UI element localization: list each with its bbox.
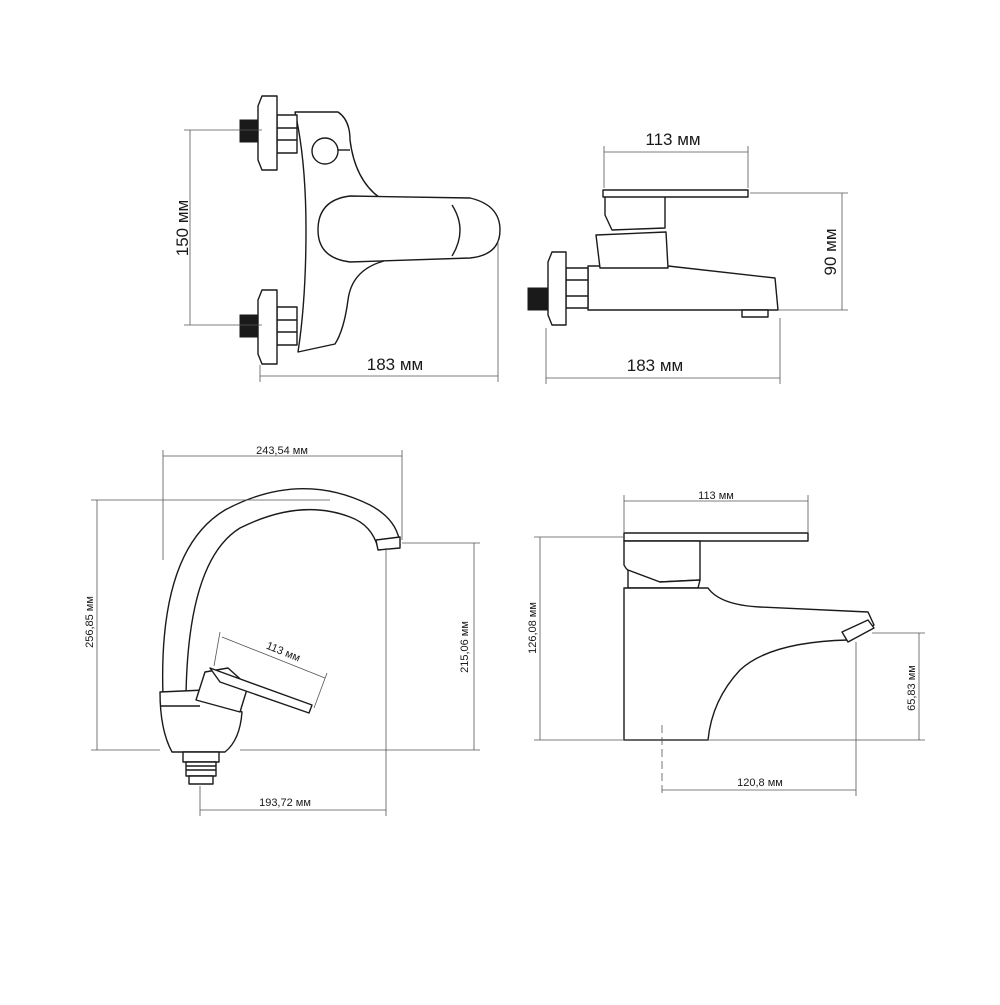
- swivel-spout-height-label: 215,06 мм: [459, 621, 471, 673]
- basin-spout-height-label: 65,83 мм: [906, 665, 918, 711]
- swivel-base-width-label: 193,72 мм: [259, 797, 311, 809]
- side-lever-label: 113 мм: [645, 130, 700, 149]
- basin-lever-plate: [623, 532, 809, 542]
- side-flange: [547, 251, 567, 326]
- basin-body: [623, 587, 875, 741]
- side-cartridge: [595, 231, 669, 269]
- front-top-flange: [257, 95, 278, 171]
- side-height-label: 90 мм: [821, 228, 840, 275]
- side-thread: [527, 287, 549, 311]
- front-diverter-knob: [311, 137, 339, 165]
- swivel-top-width-label: 243,54 мм: [256, 445, 308, 457]
- side-width-label: 183 мм: [627, 356, 683, 375]
- basin-aerator: [841, 619, 875, 643]
- basin-mixer-view: 113 мм 126,08 мм 65,83 мм 120,8 мм: [527, 490, 925, 796]
- front-height-label: 150 мм: [173, 200, 192, 256]
- side-nut: [565, 267, 589, 309]
- swivel-spout: [161, 487, 401, 697]
- front-bottom-thread: [239, 314, 259, 338]
- front-bottom-nut: [276, 306, 298, 346]
- basin-lever-label: 113 мм: [698, 490, 734, 502]
- front-lever: [317, 195, 501, 263]
- basin-cartridge: [627, 569, 701, 589]
- swivel-lever-label: 113 мм: [264, 640, 302, 665]
- sink-mixer-swivel-view: 243,54 мм 256,85 мм 215,06 мм 113 мм 193…: [84, 445, 480, 816]
- side-lever-plate: [602, 189, 749, 198]
- side-lever-base: [604, 194, 666, 231]
- swivel-spout-tip: [375, 536, 401, 551]
- front-width-label: 183 мм: [367, 355, 423, 374]
- side-aerator: [741, 309, 769, 318]
- swivel-total-height-label: 256,85 мм: [84, 596, 96, 648]
- basin-total-height-label: 126,08 мм: [527, 602, 539, 654]
- bath-mixer-side-view: 113 мм 90 мм 183 мм: [527, 130, 848, 384]
- swivel-lever: [209, 667, 313, 714]
- basin-reach-label: 120,8 мм: [737, 777, 783, 789]
- front-lever-edge: [451, 204, 461, 257]
- front-bottom-flange: [257, 289, 278, 365]
- front-top-thread: [239, 119, 259, 143]
- side-spout-body: [587, 265, 779, 311]
- swivel-base-nut: [182, 751, 220, 763]
- bath-mixer-front-view: 150 мм 183 мм: [173, 95, 501, 382]
- swivel-base-thread: [185, 761, 217, 777]
- front-top-nut: [276, 114, 298, 154]
